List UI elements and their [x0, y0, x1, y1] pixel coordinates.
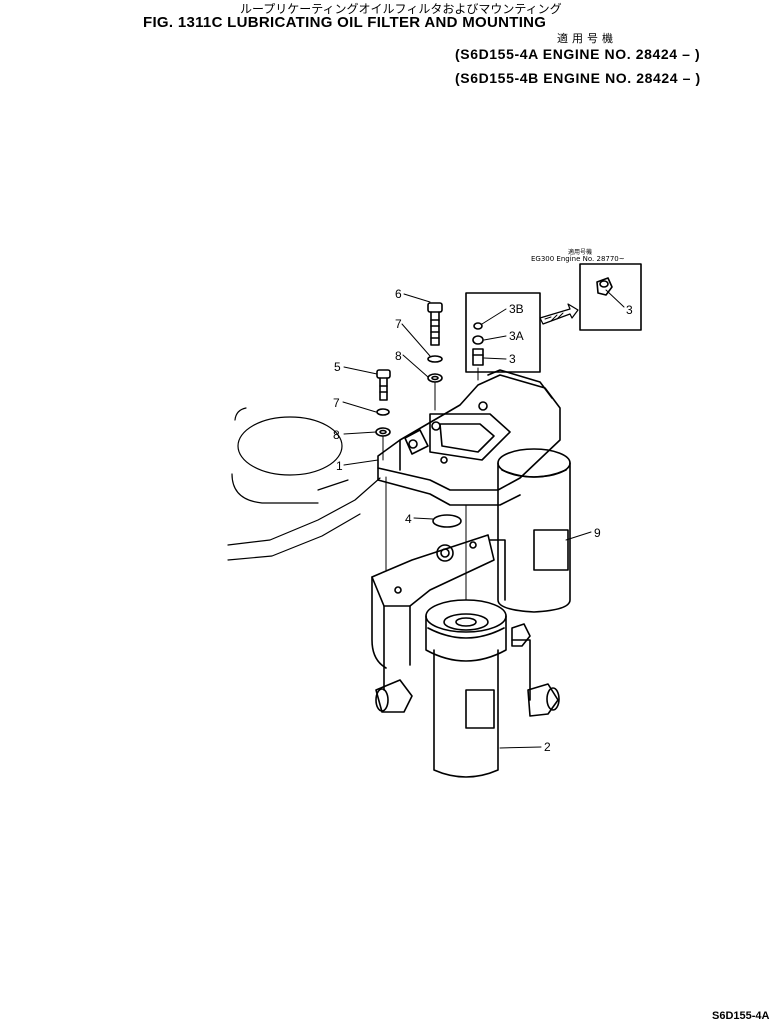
inset-engine-note: EG300 Engine No. 28770~ — [531, 255, 625, 263]
detail-arrow-hatch-icon — [544, 312, 564, 322]
detail-arrow-icon — [539, 303, 579, 325]
callout-5: 5 — [334, 360, 341, 374]
engine-serial-line-b: (S6D155-4B ENGINE NO. 28424 – ) — [455, 70, 701, 86]
callout-9: 9 — [594, 526, 601, 540]
filter-element-2 — [425, 599, 507, 778]
filter-head — [377, 369, 561, 506]
callout-8-lower: 8 — [333, 428, 340, 442]
callout-3b: 3B — [509, 302, 524, 316]
applicability-label: 適用号機 — [557, 32, 617, 45]
bolt-5 — [376, 369, 391, 401]
callout-8-upper: 8 — [395, 349, 402, 363]
callout-3: 3 — [509, 352, 516, 366]
callout-3a: 3A — [509, 329, 524, 343]
callout-2: 2 — [544, 740, 551, 754]
engine-serial-line-a: (S6D155-4A ENGINE NO. 28424 – ) — [455, 46, 701, 62]
figure-title: FIG. 1311C LUBRICATING OIL FILTER AND MO… — [143, 14, 547, 31]
inset-detail-box — [579, 263, 642, 331]
document-code: S6D155-4A — [712, 1010, 770, 1022]
assembly-lines — [382, 367, 479, 601]
o-ring-4 — [432, 514, 462, 528]
inset-applicability-label: 適用号機 — [568, 249, 593, 256]
callout-leaders — [342, 289, 625, 749]
washer-8-upper — [427, 373, 443, 383]
callout-1: 1 — [336, 459, 343, 473]
bracket-plugs — [375, 623, 560, 717]
callout-6: 6 — [395, 287, 402, 301]
valve-detail-box — [465, 292, 541, 373]
callout-3-inset: 3 — [626, 303, 633, 317]
japanese-title: ループリケーティングオイルフィルタおよびマウンティング — [240, 2, 562, 16]
callout-4: 4 — [405, 512, 412, 526]
engine-block-outline — [227, 407, 381, 561]
callout-7-upper: 7 — [395, 317, 402, 331]
bolt-6 — [427, 302, 443, 346]
filter-element-9 — [497, 448, 571, 613]
lock-washer-7-upper — [427, 355, 443, 363]
lock-washer-7-lower — [376, 408, 390, 416]
callout-7-lower: 7 — [333, 396, 340, 410]
filter-mounting-bracket — [371, 534, 531, 701]
washer-8-lower — [375, 427, 391, 437]
